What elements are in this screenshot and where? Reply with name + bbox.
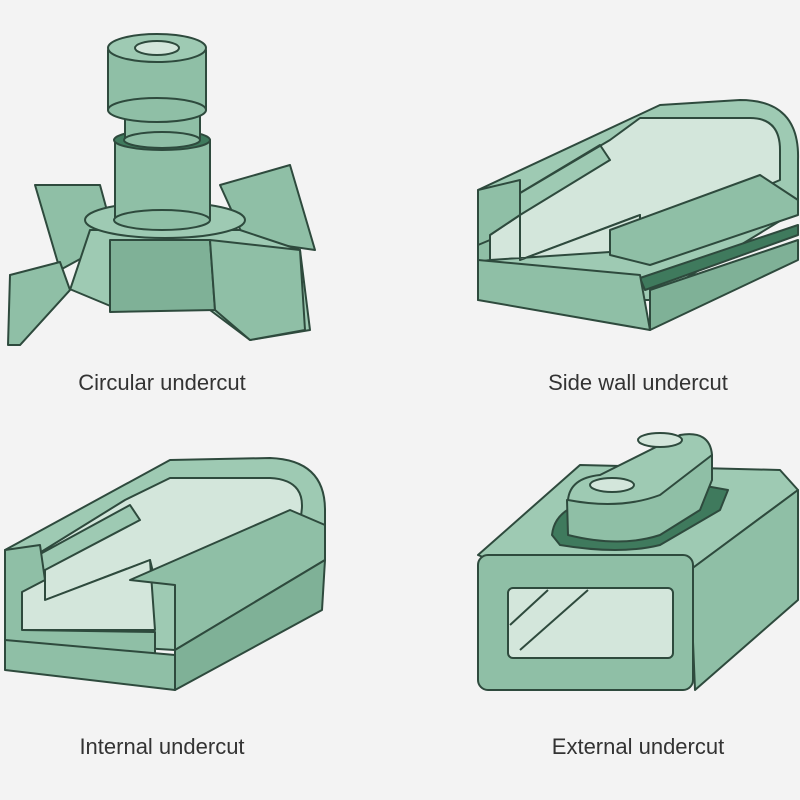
side-wall-undercut-illustration: [477, 99, 800, 331]
label-side-wall-undercut: Side wall undercut: [548, 370, 728, 395]
label-external-undercut: External undercut: [551, 734, 725, 759]
label-circular-undercut: Circular undercut: [78, 370, 246, 395]
circular-undercut-illustration: [7, 33, 316, 346]
external-undercut-illustration: [477, 432, 799, 691]
label-internal-undercut: Internal undercut: [79, 734, 245, 759]
internal-undercut-illustration: [4, 457, 326, 691]
